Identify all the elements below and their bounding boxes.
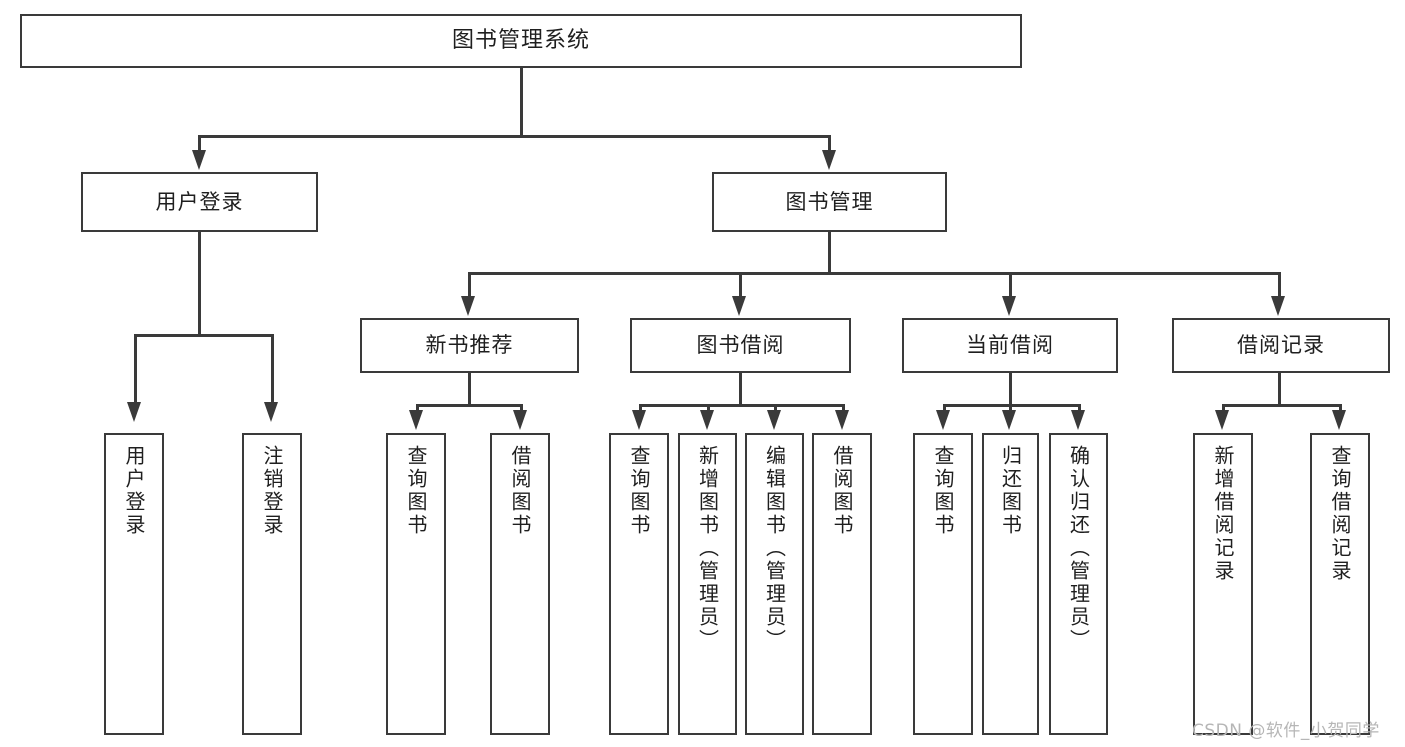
node-book-borrow[interactable]: 图书借阅 <box>630 318 851 373</box>
arrowhead-root-to-book-management <box>822 150 836 170</box>
leaf-borrow-records-add-record[interactable]: 新增借阅记录 <box>1193 433 1253 735</box>
arrowhead-br-leaf-1 <box>1215 410 1229 430</box>
leaf-label: 归还图书 <box>998 445 1023 537</box>
node-label: 用户登录 <box>155 189 244 214</box>
connector-user-login-stem <box>198 232 201 336</box>
arrowhead-user-login-leaf-1 <box>127 402 141 422</box>
csdn-watermark: CSDN @软件_小贺同学 <box>1192 721 1380 741</box>
connector-root-to-book-management <box>828 135 831 158</box>
connector-current-borrow-stem <box>1009 373 1012 406</box>
arrowhead-bb-leaf-1 <box>632 410 646 430</box>
arrowhead-bm-child-1 <box>461 296 475 316</box>
leaf-label: 查询图书 <box>931 445 955 537</box>
node-label: 图书管理 <box>785 189 874 214</box>
leaf-label: 用户登录 <box>122 445 146 537</box>
leaf-label: 查询图书 <box>404 445 428 537</box>
node-current-borrow[interactable]: 当前借阅 <box>902 318 1118 373</box>
leaf-label: 确认归还（管理员） <box>1066 445 1091 652</box>
leaf-current-borrow-confirm-return-admin[interactable]: 确认归还（管理员） <box>1049 433 1108 735</box>
node-root-book-management-system[interactable]: 图书管理系统 <box>20 14 1022 68</box>
arrowhead-cb-leaf-2 <box>1002 410 1016 430</box>
connector-root-bar <box>198 135 831 138</box>
connector-book-management-stem <box>828 232 831 274</box>
connector-borrow-records-bar <box>1222 404 1341 407</box>
leaf-label: 查询借阅记录 <box>1328 445 1352 583</box>
connector-bm-branch-4 <box>1278 272 1281 300</box>
arrowhead-bm-child-2 <box>732 296 746 316</box>
leaf-borrow-records-query-record[interactable]: 查询借阅记录 <box>1310 433 1370 735</box>
leaf-label: 新增借阅记录 <box>1211 445 1235 583</box>
arrowhead-br-leaf-2 <box>1332 410 1346 430</box>
leaf-user-login-login[interactable]: 用户登录 <box>104 433 164 735</box>
leaf-current-borrow-query-book[interactable]: 查询图书 <box>913 433 973 735</box>
leaf-book-borrow-borrow-book[interactable]: 借阅图书 <box>812 433 872 735</box>
connector-new-book-bar <box>416 404 522 407</box>
node-label: 当前借阅 <box>966 333 1054 358</box>
connector-new-book-stem <box>468 373 471 406</box>
node-user-login[interactable]: 用户登录 <box>81 172 318 232</box>
connector-user-login-bar <box>134 334 273 337</box>
connector-book-management-bar <box>468 272 1280 275</box>
connector-current-borrow-bar <box>943 404 1080 407</box>
arrowhead-root-to-user-login <box>192 150 206 170</box>
leaf-label: 借阅图书 <box>830 445 854 537</box>
connector-user-login-branch-1 <box>134 334 137 408</box>
leaf-label: 查询图书 <box>627 445 651 537</box>
leaf-label: 编辑图书（管理员） <box>762 445 787 652</box>
connector-root-to-user-login <box>198 135 201 158</box>
node-book-management[interactable]: 图书管理 <box>712 172 947 232</box>
connector-book-borrow-stem <box>739 373 742 406</box>
leaf-book-borrow-edit-book-admin[interactable]: 编辑图书（管理员） <box>745 433 804 735</box>
connector-root-stem <box>520 68 523 137</box>
leaf-label: 注销登录 <box>260 445 284 537</box>
connector-bm-branch-1 <box>468 272 471 300</box>
connector-book-borrow-bar <box>639 404 844 407</box>
arrowhead-bm-child-3 <box>1002 296 1016 316</box>
arrowhead-bb-leaf-4 <box>835 410 849 430</box>
leaf-book-borrow-query-book[interactable]: 查询图书 <box>609 433 669 735</box>
arrowhead-nb-leaf-2 <box>513 410 527 430</box>
node-label: 新书推荐 <box>425 333 514 358</box>
arrowhead-bm-child-4 <box>1271 296 1285 316</box>
node-label: 借阅记录 <box>1237 333 1325 358</box>
leaf-user-login-logout[interactable]: 注销登录 <box>242 433 302 735</box>
leaf-current-borrow-return-book[interactable]: 归还图书 <box>982 433 1039 735</box>
arrowhead-cb-leaf-1 <box>936 410 950 430</box>
leaf-book-borrow-add-book-admin[interactable]: 新增图书（管理员） <box>678 433 737 735</box>
connector-user-login-branch-2 <box>271 334 274 408</box>
node-new-book-recommend[interactable]: 新书推荐 <box>360 318 579 373</box>
connector-bm-branch-2 <box>739 272 742 300</box>
connector-borrow-records-stem <box>1278 373 1281 406</box>
leaf-new-book-query-book[interactable]: 查询图书 <box>386 433 446 735</box>
leaf-new-book-borrow-book[interactable]: 借阅图书 <box>490 433 550 735</box>
arrowhead-user-login-leaf-2 <box>264 402 278 422</box>
node-borrow-records[interactable]: 借阅记录 <box>1172 318 1390 373</box>
node-label: 图书管理系统 <box>451 28 590 54</box>
node-label: 图书借阅 <box>696 333 785 358</box>
arrowhead-nb-leaf-1 <box>409 410 423 430</box>
arrowhead-bb-leaf-2 <box>700 410 714 430</box>
connector-bm-branch-3 <box>1009 272 1012 300</box>
leaf-label: 借阅图书 <box>508 445 532 537</box>
arrowhead-cb-leaf-3 <box>1071 410 1085 430</box>
arrowhead-bb-leaf-3 <box>767 410 781 430</box>
leaf-label: 新增图书（管理员） <box>695 445 720 652</box>
